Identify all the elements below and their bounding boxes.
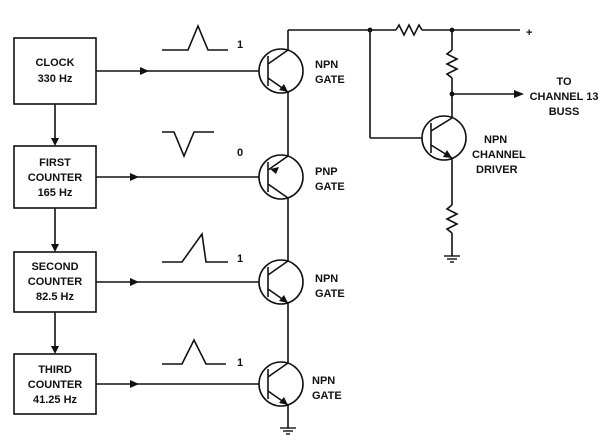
pulse-waveform-1 <box>162 23 228 51</box>
block-clock-line2: 330 Hz <box>38 73 73 85</box>
gate-1-level: 1 <box>237 39 243 51</box>
block-third-counter-line1: THIRD <box>38 364 72 376</box>
channel-driver-transistor <box>421 115 467 161</box>
output-label-line2: CHANNEL 13 <box>530 91 599 103</box>
gate-3-type: NPN <box>315 273 338 285</box>
cascade-arrows <box>51 104 59 354</box>
block-second-counter-line1: SECOND <box>31 261 78 273</box>
driver-label-line3: DRIVER <box>476 164 518 176</box>
supply-rail <box>288 23 520 37</box>
block-second-counter: SECOND COUNTER 82.5 Hz <box>13 251 97 313</box>
gate-2-pnp-transistor <box>258 154 304 200</box>
block-first-counter: FIRST COUNTER 165 Hz <box>13 145 97 209</box>
block-clock-line1: CLOCK <box>35 57 74 69</box>
supply-plus: + <box>526 27 532 39</box>
gate-4-level: 1 <box>237 357 243 369</box>
pulse-waveform-3 <box>162 231 228 263</box>
gate-3-npn-transistor <box>258 259 304 305</box>
output-arrow <box>452 90 524 98</box>
ground-symbol-driver <box>444 255 460 263</box>
block-second-counter-line3: 82.5 Hz <box>36 291 74 303</box>
emitter-resistor <box>445 158 459 256</box>
block-second-counter-line2: COUNTER <box>28 276 82 288</box>
block-first-counter-line3: 165 Hz <box>38 187 73 199</box>
signal-lines <box>96 67 268 388</box>
pulse-waveform-4 <box>162 338 226 365</box>
block-third-counter-line3: 41.25 Hz <box>33 394 78 406</box>
gate-2-level: 0 <box>237 147 243 159</box>
gate-3-level: 1 <box>237 253 243 265</box>
gate-2-label: GATE <box>315 181 345 193</box>
output-label-line1: TO <box>556 76 572 88</box>
block-clock: CLOCK 330 Hz <box>13 37 97 105</box>
gate-4-label: GATE <box>312 390 342 402</box>
gate-1-npn-transistor <box>258 48 304 94</box>
block-first-counter-line2: COUNTER <box>28 172 82 184</box>
driver-base-wiring <box>369 30 430 139</box>
collector-resistor <box>445 30 459 118</box>
pulse-waveform-2 <box>162 131 214 159</box>
block-third-counter: THIRD COUNTER 41.25 Hz <box>13 353 97 415</box>
gate-4-npn-transistor <box>258 361 304 407</box>
ground-symbol-gates <box>280 427 296 435</box>
gate-1-type: NPN <box>315 59 338 71</box>
block-third-counter-line2: COUNTER <box>28 379 82 391</box>
output-label-line3: BUSS <box>549 106 580 118</box>
gate-4-type: NPN <box>312 375 335 387</box>
driver-label-line2: CHANNEL <box>472 149 526 161</box>
block-first-counter-line1: FIRST <box>39 157 71 169</box>
gate-3-label: GATE <box>315 288 345 300</box>
gate-1-label: GATE <box>315 74 345 86</box>
gate-2-type: PNP <box>315 166 338 178</box>
driver-label-line1: NPN <box>484 134 507 146</box>
